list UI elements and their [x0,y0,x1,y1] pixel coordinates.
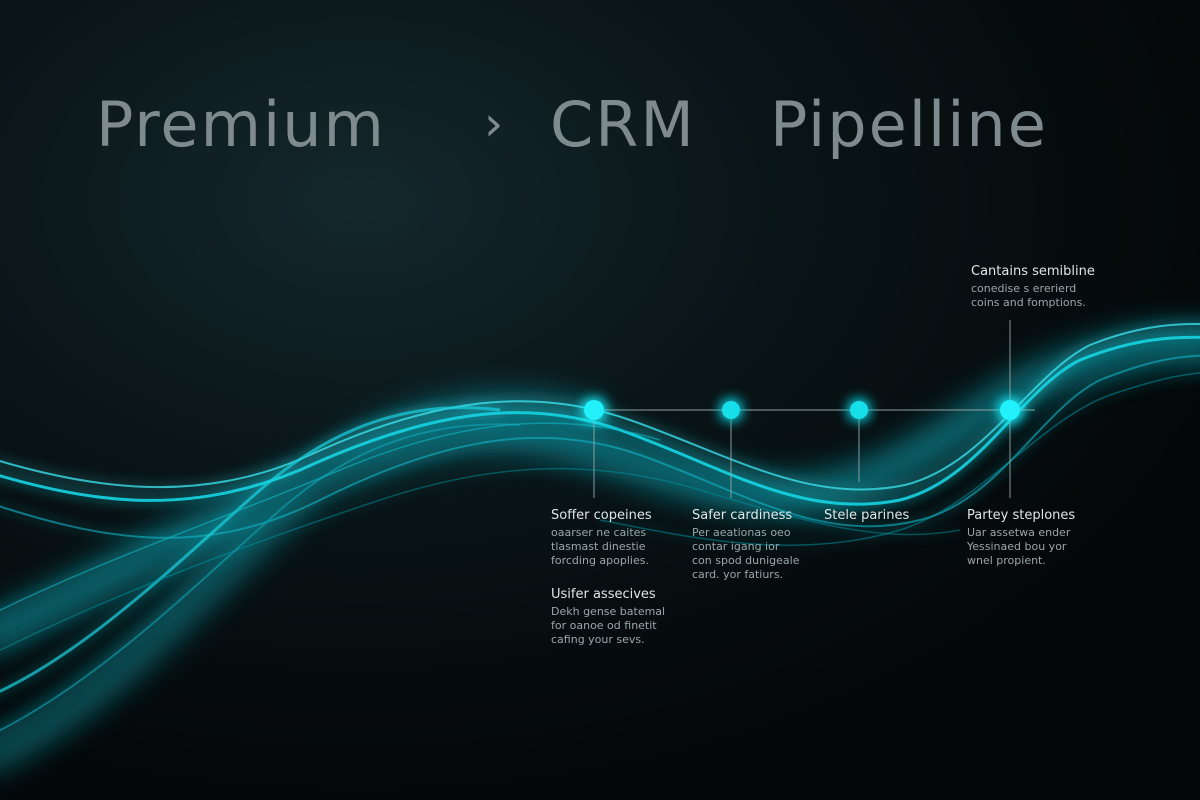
stage-node-2[interactable] [722,401,740,419]
stage-label-2: Safer cardiness Per aeationas oeo contar… [692,508,799,582]
stage-desc-line: forcding apoplies. [551,554,649,567]
breadcrumb-separator-icon: › [484,96,506,152]
title-premium: Premium [96,88,386,161]
stage-desc-line: tlasmast dinestie [551,540,646,553]
stage-desc-line: wnel propient. [967,554,1046,567]
stage-heading: Partey steplones [967,508,1076,523]
top-note-line: coins and fomptions. [971,296,1086,309]
stage-heading: Stele parines [824,508,910,523]
stage-node-1[interactable] [584,400,604,420]
page-title: Premium › CRM Pipelline [0,88,1200,168]
stage-heading: Safer cardiness [692,508,793,523]
stage-heading: Soffer copeines [551,508,652,523]
stage-label-3: Stele parines [824,508,909,526]
top-note-heading: Cantains semibline [971,264,1095,279]
stage-node-4[interactable] [1000,400,1020,420]
stage-desc-line: cafing your sevs. [551,633,645,646]
stage-label-extra: Usifer assecives Dekh gense batemal for … [551,587,665,647]
pipeline-connectors [593,320,1035,498]
stage-desc-line: contar igang ior [692,540,780,553]
stage-desc-line: Per aeationas oeo [692,526,791,539]
wave-strands [0,323,1200,732]
stage-desc-line: Yessinaed bou yor [967,540,1067,553]
top-note: Cantains semibline conedise s ererierd c… [971,264,1095,310]
stage-desc-line: Dekh gense batemal [551,605,666,618]
stage-label-4: Partey steplones Uar assetwa ender Yessi… [967,508,1075,568]
stage-desc-line: for oanoe od finetit [551,619,657,632]
title-pipeline: Pipelline [770,88,1048,161]
stage-heading: Usifer assecives [551,587,656,602]
stage-desc-line: Uar assetwa ender [967,526,1071,539]
stage-desc-line: con spod dunigeale [692,554,800,567]
top-note-line: conedise s ererierd [971,282,1077,295]
stage-node-3[interactable] [850,401,868,419]
stage-desc-line: oaarser ne caites [551,526,647,539]
title-crm: CRM [550,88,696,161]
stage-desc-line: card. yor fatiurs. [692,568,784,581]
stage-label-1: Soffer copeines oaarser ne caites tlasma… [551,508,652,568]
pipeline-nodes [584,400,1020,420]
